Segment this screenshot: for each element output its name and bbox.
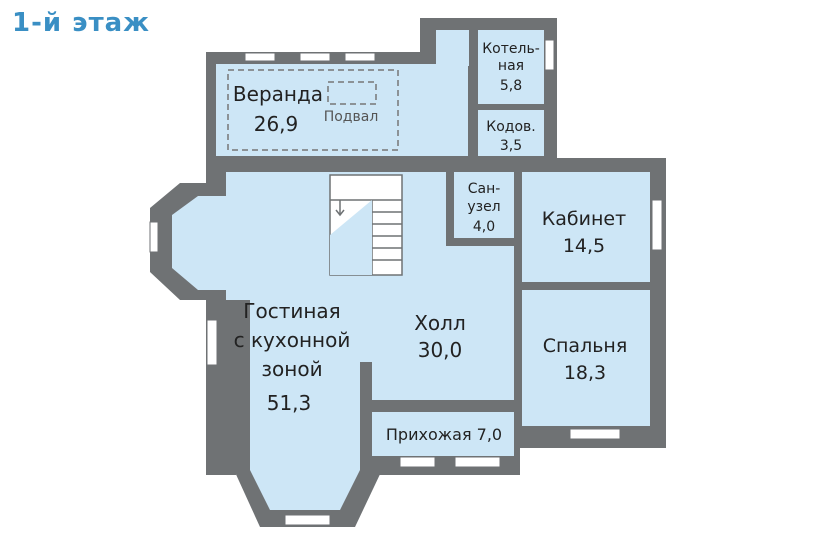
bedroom-name: Спальня [543, 335, 628, 357]
veranda-floor-ext [436, 30, 469, 66]
staircase [329, 174, 403, 276]
entrance-floor [372, 412, 514, 456]
entrance-name: Прихожая 7,0 [386, 425, 502, 444]
hall-area: 30,0 [418, 338, 463, 362]
veranda-floor [216, 64, 468, 156]
pantry-area: 3,5 [500, 138, 522, 154]
living-name-3: зоной [261, 357, 322, 381]
basement-outline [227, 69, 399, 151]
study-area: 14,5 [563, 235, 605, 257]
bathroom-name-2: узел [467, 199, 500, 215]
bathroom-floor [454, 172, 514, 238]
pantry-floor [478, 110, 544, 156]
boiler-name-1: Котель- [482, 41, 540, 57]
floors [172, 30, 650, 510]
boiler-name-2: ная [498, 58, 524, 74]
hall-name: Холл [414, 311, 466, 335]
boiler-area: 5,8 [500, 78, 522, 94]
living-name-1: Гостиная [243, 299, 340, 323]
basement-name: Подвал [324, 109, 379, 125]
boiler-floor [478, 30, 544, 104]
pantry-name: Кодов. [486, 119, 535, 135]
living-name-2: с кухонной [234, 328, 351, 352]
bedroom-floor [522, 290, 650, 426]
study-floor [522, 172, 650, 282]
interior-walls [360, 30, 652, 428]
veranda-name: Веранда [233, 82, 323, 106]
bedroom-area: 18,3 [564, 362, 606, 384]
windows [149, 39, 663, 526]
bathroom-area: 4,0 [473, 219, 495, 235]
living-area: 51,3 [267, 391, 312, 415]
study-name: Кабинет [542, 208, 626, 230]
living-hall-floor [172, 172, 514, 510]
veranda-area: 26,9 [254, 112, 299, 136]
floor-title: 1-й этаж [12, 8, 151, 38]
bathroom-name-1: Сан- [468, 181, 501, 197]
